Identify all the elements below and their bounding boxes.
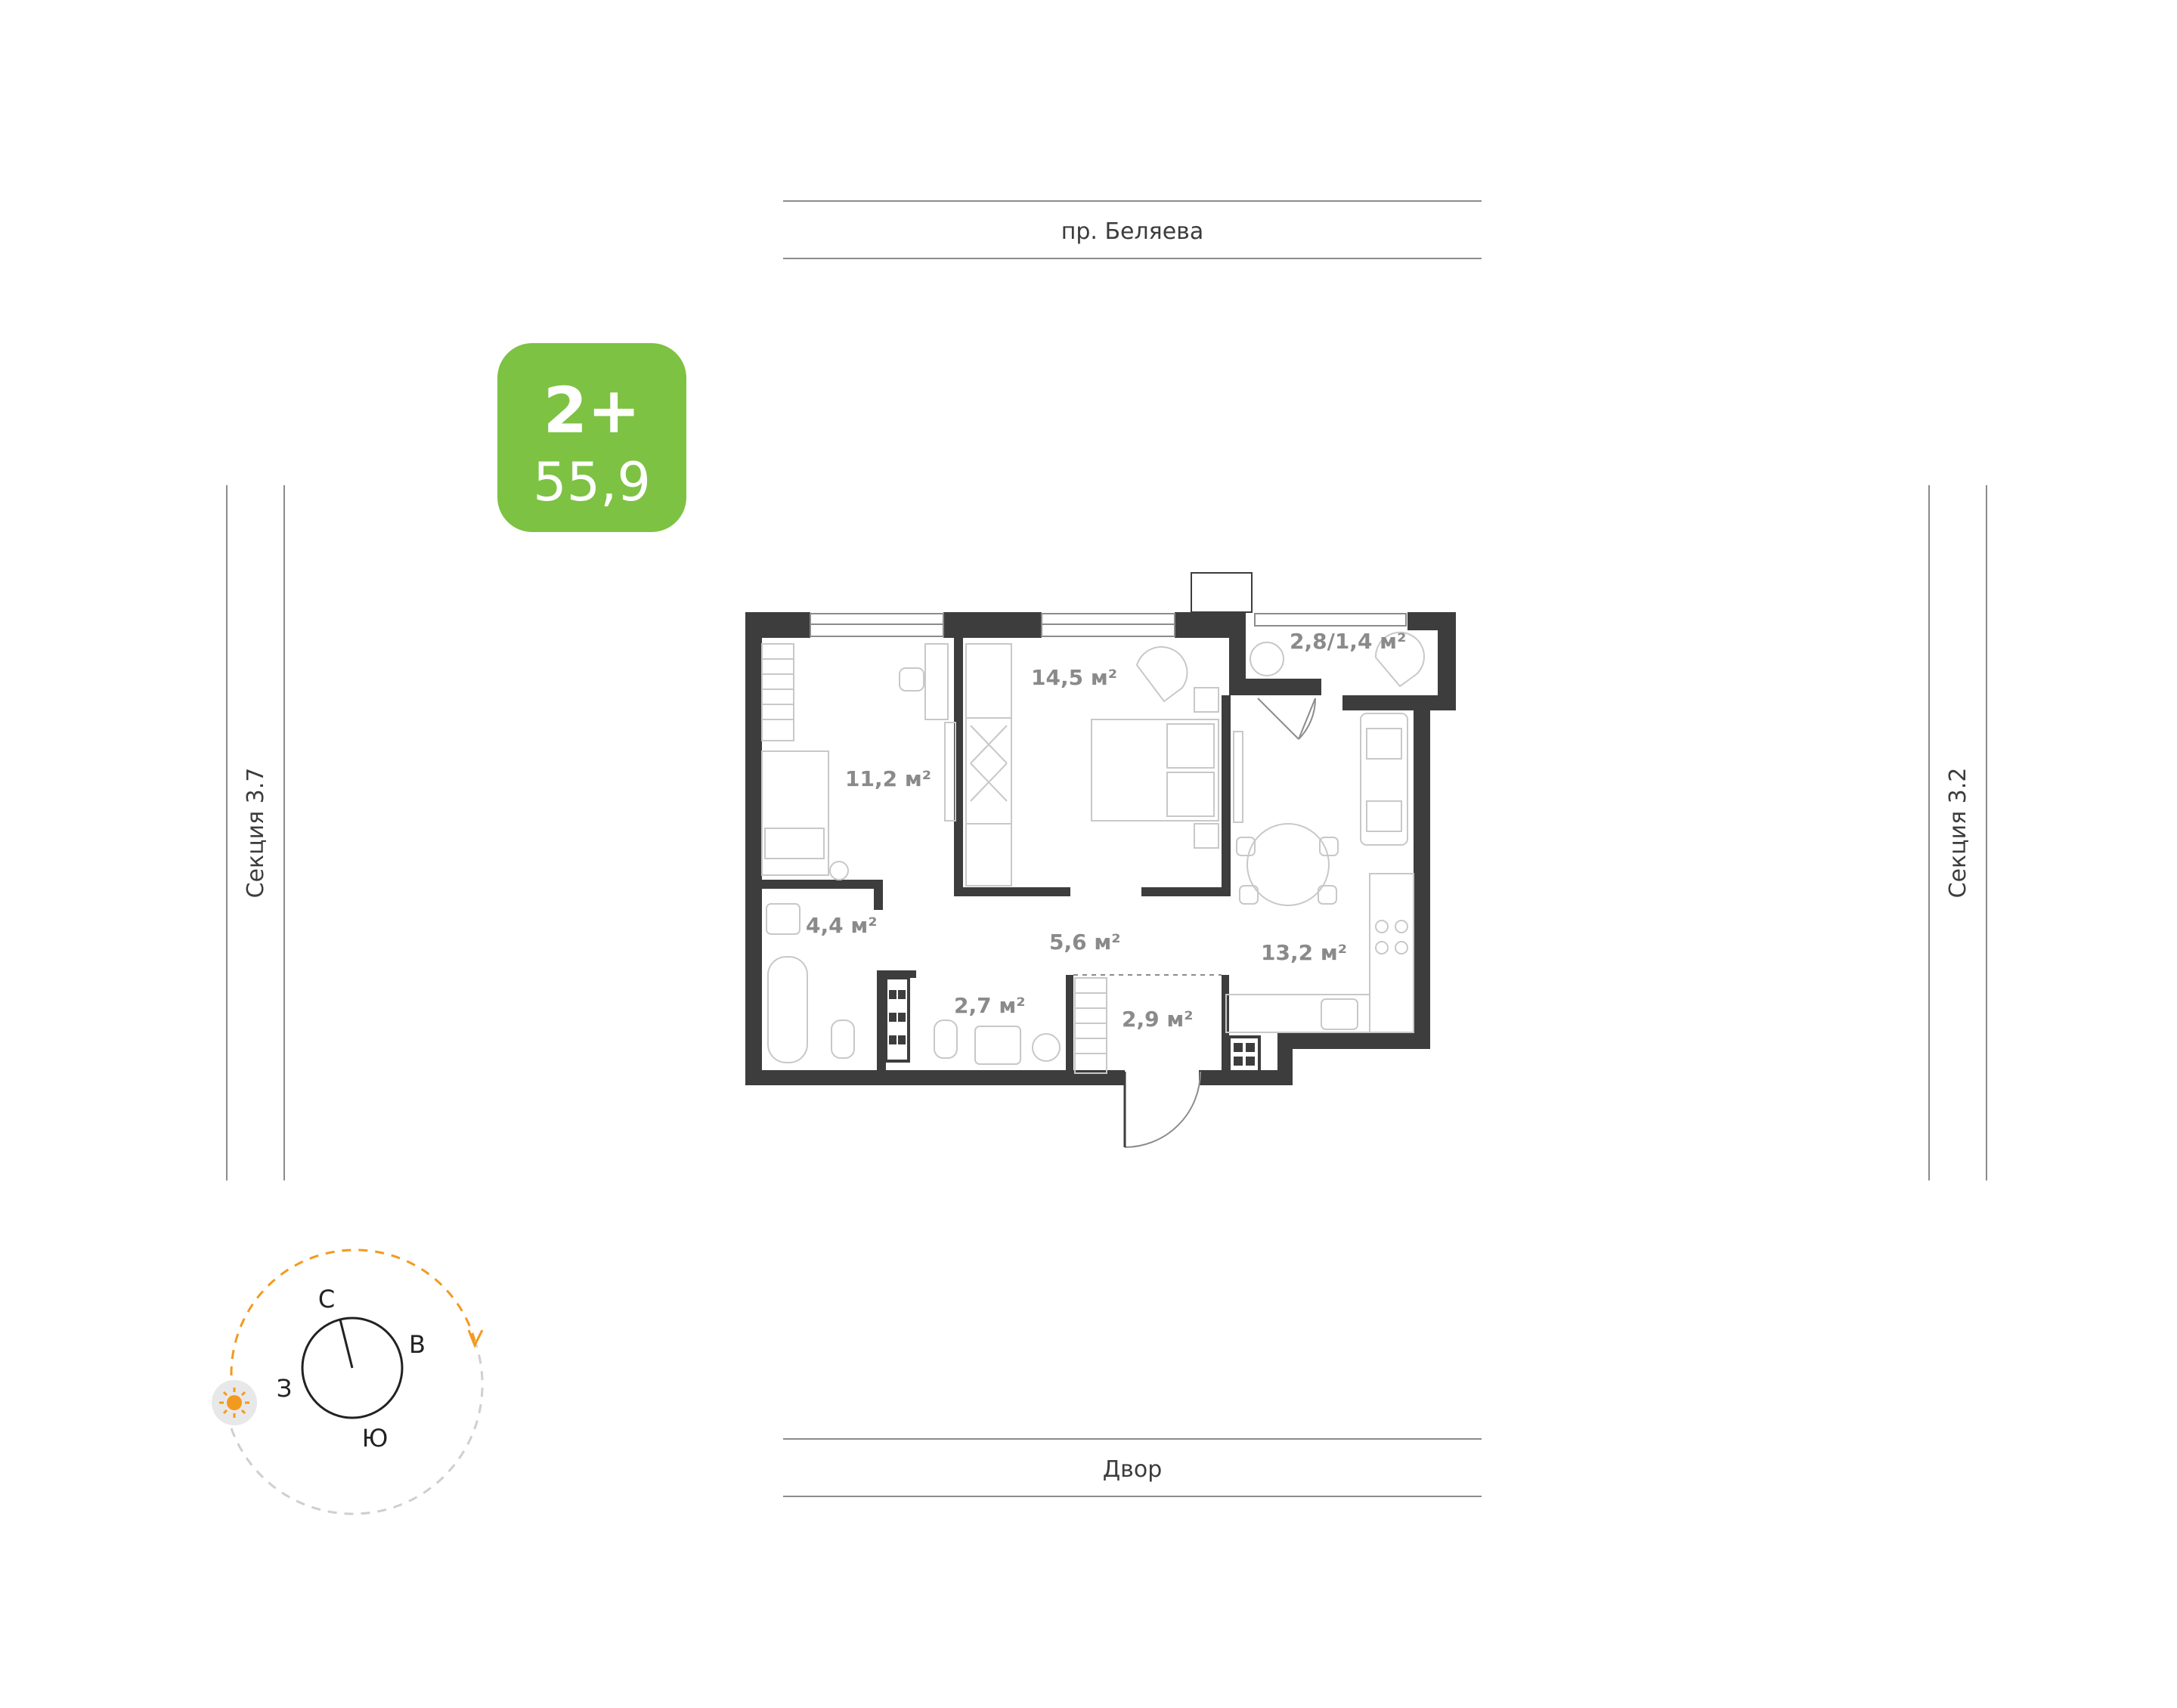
- apartment-area: 55,9: [533, 451, 651, 513]
- furniture: [761, 631, 1425, 1074]
- street-bottom-label: Двор: [1103, 1456, 1163, 1483]
- room-label-hallway: 5,6 м²: [1049, 930, 1121, 955]
- compass-west: З: [277, 1374, 293, 1403]
- windows: [810, 613, 1407, 637]
- room-label-entrance: 2,9 м²: [1122, 1007, 1194, 1032]
- frame-lines: [226, 200, 1987, 1497]
- room-label-balcony: 2,8/1,4 м²: [1290, 629, 1406, 654]
- floor-plan: 11,2 м² 14,5 м² 2,8/1,4 м² 4,4 м² 5,6 м²…: [745, 572, 1456, 1148]
- room-labels: 11,2 м² 14,5 м² 2,8/1,4 м² 4,4 м² 5,6 м²…: [806, 629, 1406, 1032]
- room-label-bedroom-large: 14,5 м²: [1031, 665, 1117, 690]
- room-label-bedroom-small: 11,2 м²: [845, 766, 931, 791]
- compass-north: С: [318, 1285, 335, 1313]
- doors: [1123, 698, 1317, 1148]
- apartment-badge: 2+ 55,9: [497, 343, 686, 532]
- compass-east: В: [409, 1330, 426, 1359]
- room-label-kitchen-living: 13,2 м²: [1261, 940, 1347, 965]
- sun-icon: [212, 1380, 257, 1425]
- outer-walls: [745, 572, 1456, 1085]
- compass: С В Ю З: [212, 1249, 484, 1515]
- section-left-label: Секция 3.7: [243, 768, 269, 899]
- compass-south: Ю: [362, 1424, 389, 1453]
- section-right-label: Секция 3.2: [1945, 768, 1971, 899]
- apartment-type: 2+: [543, 373, 641, 447]
- street-top-label: пр. Беляева: [1061, 218, 1204, 245]
- room-label-toilet: 2,7 м²: [954, 993, 1026, 1018]
- shafts: [884, 976, 1261, 1073]
- compass-needle: [339, 1319, 354, 1369]
- room-label-bathroom: 4,4 м²: [806, 913, 878, 938]
